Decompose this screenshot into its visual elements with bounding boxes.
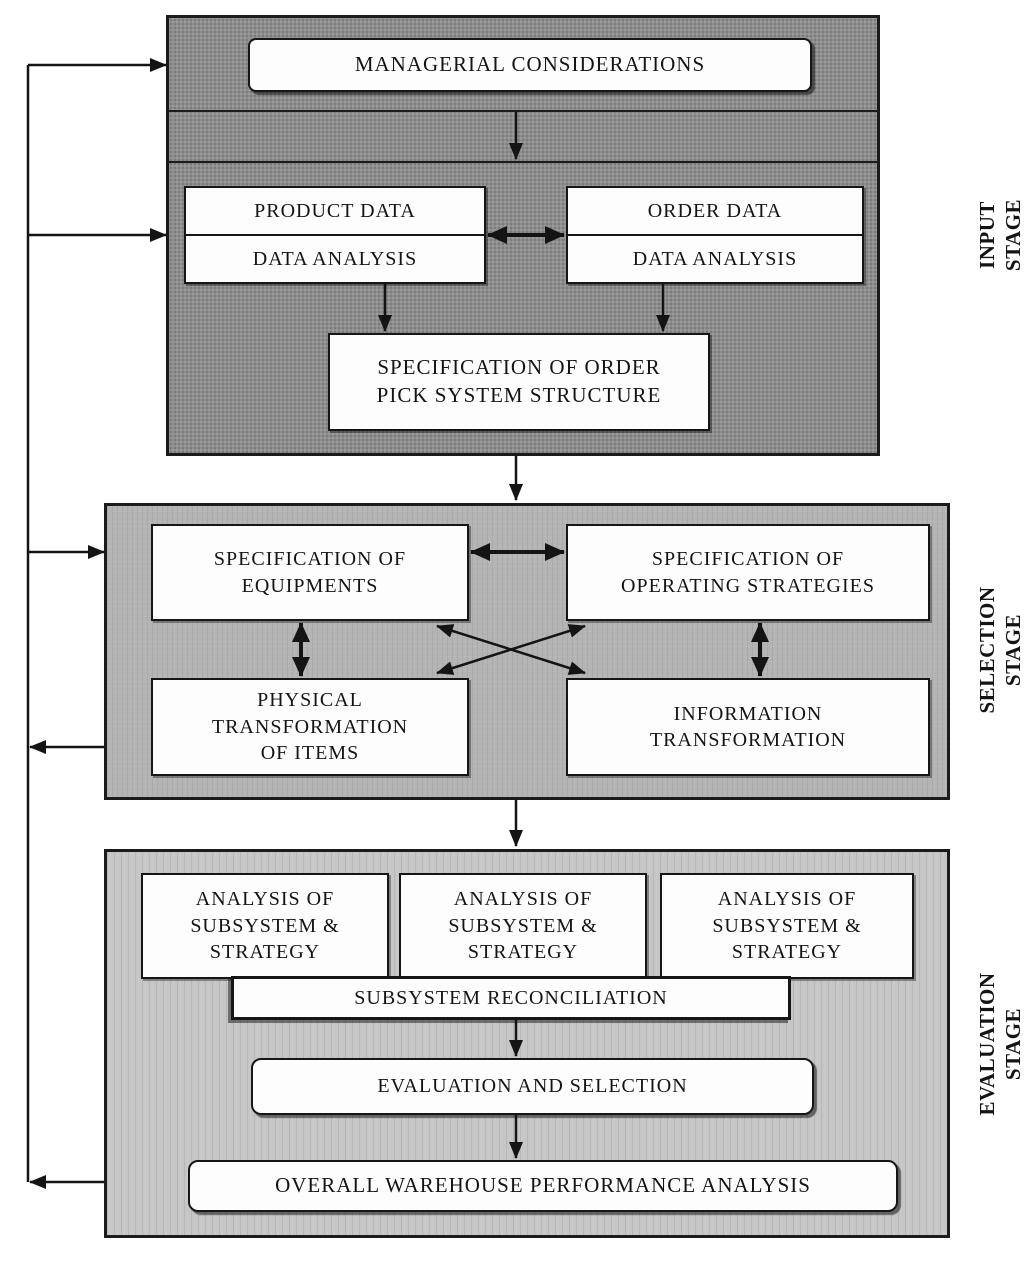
evaluation-stage-container: ANALYSIS OF SUBSYSTEM & STRATEGY ANALYSI… xyxy=(104,849,950,1238)
analysis-subsystem-strategy-label-1: ANALYSIS OF SUBSYSTEM & STRATEGY xyxy=(190,888,340,964)
product-data-cell: PRODUCT DATA xyxy=(186,188,484,234)
analysis-subsystem-strategy-label-3: ANALYSIS OF SUBSYSTEM & STRATEGY xyxy=(712,888,862,964)
selection-stage-container: SPECIFICATION OF EQUIPMENTS SPECIFICATIO… xyxy=(104,503,950,800)
order-data-box: ORDER DATA DATA ANALYSIS xyxy=(566,186,864,284)
evaluation-stage-label: EVALUATION STAGE xyxy=(975,972,1025,1116)
input-divider-line-top xyxy=(166,110,880,112)
product-data-label: PRODUCT DATA xyxy=(254,199,416,222)
evaluation-and-selection-label: EVALUATION AND SELECTION xyxy=(377,1075,688,1098)
order-data-label: ORDER DATA xyxy=(647,199,783,222)
information-transformation-label: INFORMATION TRANSFORMATION xyxy=(649,702,847,751)
input-stage-container: MANAGERIAL CONSIDERATIONS PRODUCT DATA D… xyxy=(166,15,880,456)
product-data-analysis-label: DATA ANALYSIS xyxy=(252,247,418,270)
product-data-analysis-cell: DATA ANALYSIS xyxy=(186,234,484,282)
physical-transformation-label: PHYSICAL TRANSFORMATION OF ITEMS xyxy=(211,689,409,765)
order-data-analysis-label: DATA ANALYSIS xyxy=(632,247,798,270)
order-data-analysis-cell: DATA ANALYSIS xyxy=(568,234,862,282)
spec-operating-strategies-box: SPECIFICATION OF OPERATING STRATEGIES xyxy=(566,524,930,621)
subsystem-reconciliation-bar: SUBSYSTEM RECONCILIATION xyxy=(231,976,791,1020)
spec-equipments-label: SPECIFICATION OF EQUIPMENTS xyxy=(213,548,407,597)
spec-order-pick-structure-box: SPECIFICATION OF ORDER PICK SYSTEM STRUC… xyxy=(328,333,710,431)
managerial-considerations-box: MANAGERIAL CONSIDERATIONS xyxy=(248,38,812,92)
input-divider-line-bottom xyxy=(166,161,880,163)
product-data-box: PRODUCT DATA DATA ANALYSIS xyxy=(184,186,486,284)
overall-performance-box: OVERALL WAREHOUSE PERFORMANCE ANALYSIS xyxy=(188,1160,898,1212)
information-transformation-box: INFORMATION TRANSFORMATION xyxy=(566,678,930,776)
selection-stage-label: SELECTION STAGE xyxy=(975,586,1025,714)
evaluation-and-selection-box: EVALUATION AND SELECTION xyxy=(251,1058,814,1115)
overall-performance-label: OVERALL WAREHOUSE PERFORMANCE ANALYSIS xyxy=(275,1173,811,1198)
spec-operating-strategies-label: SPECIFICATION OF OPERATING STRATEGIES xyxy=(621,548,875,597)
spec-order-pick-structure-label: SPECIFICATION OF ORDER PICK SYSTEM STRUC… xyxy=(376,355,662,407)
analysis-subsystem-strategy-label-2: ANALYSIS OF SUBSYSTEM & STRATEGY xyxy=(448,888,598,964)
managerial-considerations-label: MANAGERIAL CONSIDERATIONS xyxy=(354,52,706,77)
analysis-subsystem-strategy-box-3: ANALYSIS OF SUBSYSTEM & STRATEGY xyxy=(660,873,914,979)
subsystem-reconciliation-label: SUBSYSTEM RECONCILIATION xyxy=(354,986,668,1009)
analysis-subsystem-strategy-box-1: ANALYSIS OF SUBSYSTEM & STRATEGY xyxy=(141,873,389,979)
input-stage-label: INPUT STAGE xyxy=(975,198,1025,272)
physical-transformation-box: PHYSICAL TRANSFORMATION OF ITEMS xyxy=(151,678,469,776)
spec-equipments-box: SPECIFICATION OF EQUIPMENTS xyxy=(151,524,469,621)
analysis-subsystem-strategy-box-2: ANALYSIS OF SUBSYSTEM & STRATEGY xyxy=(399,873,647,979)
order-data-cell: ORDER DATA xyxy=(568,188,862,234)
